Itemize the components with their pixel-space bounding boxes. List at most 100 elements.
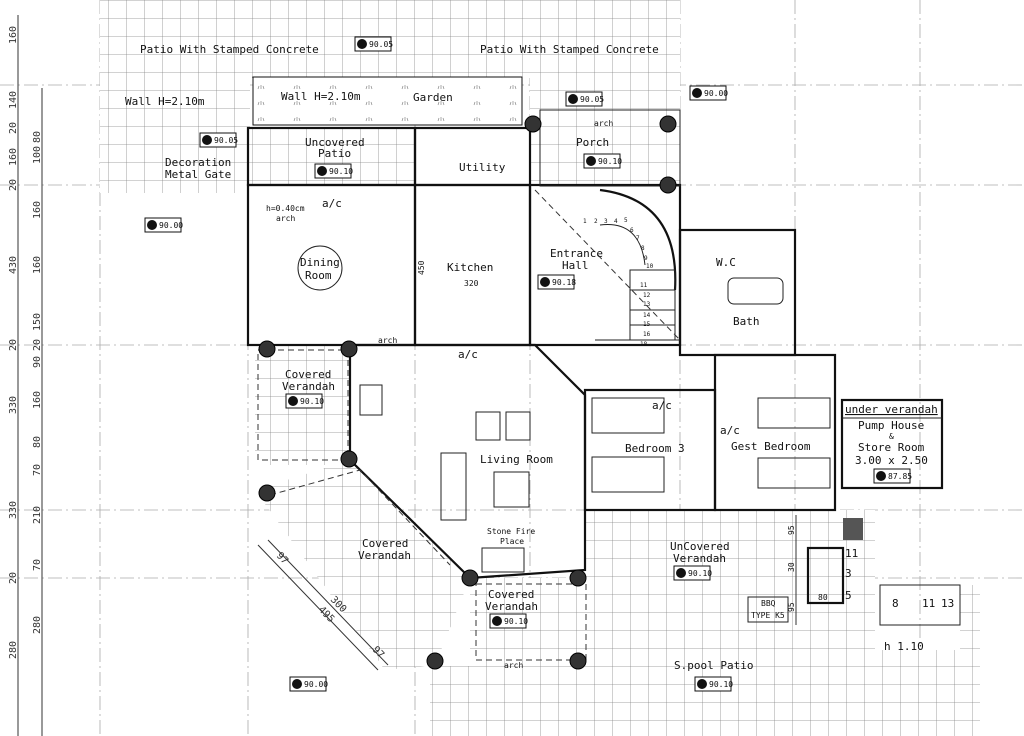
stair-step-number: 4 <box>614 218 618 225</box>
level-marker: 87.85 <box>873 468 912 484</box>
stair-step-number: 13 <box>941 597 954 610</box>
dimension-label: 160 <box>8 26 19 44</box>
label-entrance-hall-2: Hall <box>562 259 589 272</box>
level-symbol-icon <box>568 94 578 104</box>
level-marker: 90.10 <box>489 613 528 629</box>
stair-step-number: 11 <box>845 547 858 560</box>
stair-step-number: 5 <box>624 217 628 224</box>
dimension-label: 210 <box>32 506 43 524</box>
level-symbol-icon <box>288 396 298 406</box>
uncovered-verandah <box>585 510 875 650</box>
label-ac: a/c <box>652 399 672 412</box>
dimension-label: 160 <box>32 201 43 219</box>
dimension-label: 280 <box>8 641 19 659</box>
level-marker: 90.05 <box>199 132 238 148</box>
stair-step-number: 1 <box>583 218 587 225</box>
dimension-label: 20 <box>8 179 19 191</box>
dimension-label: 80 <box>818 593 828 602</box>
label-kitchen-dim: 320 <box>464 279 479 288</box>
level-symbol-icon <box>202 135 212 145</box>
label-covered-verandah-south-2: Verandah <box>485 600 538 613</box>
level-marker: 90.00 <box>689 85 728 101</box>
label-ac: a/c <box>720 424 740 437</box>
level-symbol-icon <box>692 88 702 98</box>
dimension-label: 430 <box>8 256 19 274</box>
sofa <box>440 452 467 521</box>
level-symbol-icon <box>676 568 686 578</box>
label-uncovered-patio: Uncovered <box>305 136 365 149</box>
label-stair-height: h 1.10 <box>884 640 924 653</box>
label-pump-amp: & <box>889 432 894 441</box>
label-bedroom-3: Bedroom 3 <box>625 442 685 455</box>
label-garden: Garden <box>413 91 453 104</box>
stair-step-number: 8 <box>641 245 645 252</box>
label-bbq: BBQ <box>761 599 776 608</box>
stair-step-number: 16 <box>643 331 651 338</box>
level-marker: 90.10 <box>673 565 712 581</box>
coffee-table <box>493 471 530 508</box>
level-value: 90.00 <box>704 89 728 98</box>
label-porch: Porch <box>576 136 609 149</box>
stair-step-number: 14 <box>643 312 651 319</box>
level-marker: 90.10 <box>694 676 733 692</box>
label-fireplace: Stone Fire <box>487 527 535 536</box>
label-covered-verandah-west: Covered <box>285 368 331 381</box>
level-symbol-icon <box>876 471 886 481</box>
stair-step-number: 6 <box>630 227 634 234</box>
dimension-lines: 1601402016020430203303302028080100160160… <box>8 15 828 736</box>
bed <box>757 397 831 429</box>
label-pump-header: under verandah <box>845 403 938 416</box>
label-uncovered-patio-2: Patio <box>318 147 351 160</box>
dimension-label: 20 <box>8 122 19 134</box>
label-arch-height: h=0.40cm <box>266 204 305 213</box>
dimension-label: 70 <box>32 464 43 476</box>
desk <box>359 384 383 416</box>
label-pump-house: Pump House <box>858 419 924 432</box>
garden <box>252 76 523 126</box>
dimension-label: 20 <box>8 572 19 584</box>
dimension-label: 140 <box>8 91 19 109</box>
room-labels: Patio With Stamped Concrete Patio With S… <box>125 43 938 672</box>
label-kitchen: Kitchen <box>447 261 493 274</box>
label-dining-2: Room <box>305 269 332 282</box>
level-markers: 90.0590.0590.0090.0590.1090.1090.0090.18… <box>144 36 912 692</box>
stair-step-number: 5 <box>845 589 852 602</box>
dimension-label: 280 <box>32 616 43 634</box>
stair-step-number: 18 <box>640 341 648 348</box>
label-pump-size: 3.00 x 2.50 <box>855 454 928 467</box>
level-symbol-icon <box>492 616 502 626</box>
bed <box>757 457 831 489</box>
label-arch: arch <box>504 661 523 670</box>
level-value: 90.10 <box>504 617 528 626</box>
stair-step-number: 11 <box>640 282 648 289</box>
columns <box>258 115 677 670</box>
level-value: 90.00 <box>159 221 183 230</box>
armchair <box>505 411 531 441</box>
label-gate: Decoration <box>165 156 231 169</box>
dimension-label: 20 <box>32 339 43 351</box>
stair-step-number: 8 <box>892 597 899 610</box>
label-utility: Utility <box>459 161 506 174</box>
stair-step-number: 3 <box>604 218 608 225</box>
stair-step-number: 12 <box>643 292 651 299</box>
fireplace <box>481 547 525 573</box>
dimension-label: 150 <box>32 313 43 331</box>
level-marker: 90.05 <box>565 91 604 107</box>
dimension-label: 160 <box>32 391 43 409</box>
level-value: 90.05 <box>214 136 238 145</box>
level-symbol-icon <box>147 220 157 230</box>
label-covered-verandah-west-2: Verandah <box>282 380 335 393</box>
bathtub <box>727 277 784 305</box>
level-marker: 90.00 <box>289 676 328 692</box>
level-symbol-icon <box>292 679 302 689</box>
dining-table <box>297 245 343 291</box>
pool-patio <box>430 585 980 736</box>
label-bbq-type: TYPE K5 <box>751 611 785 620</box>
label-covered-verandah-diagonal: Covered <box>362 537 408 550</box>
label-patio-left: Patio With Stamped Concrete <box>140 43 319 56</box>
covered-verandah-diagonal <box>255 460 470 670</box>
label-ac: a/c <box>458 348 478 361</box>
level-marker: 90.10 <box>285 393 324 409</box>
level-marker: 90.10 <box>314 163 353 179</box>
label-ac: a/c <box>322 197 342 210</box>
